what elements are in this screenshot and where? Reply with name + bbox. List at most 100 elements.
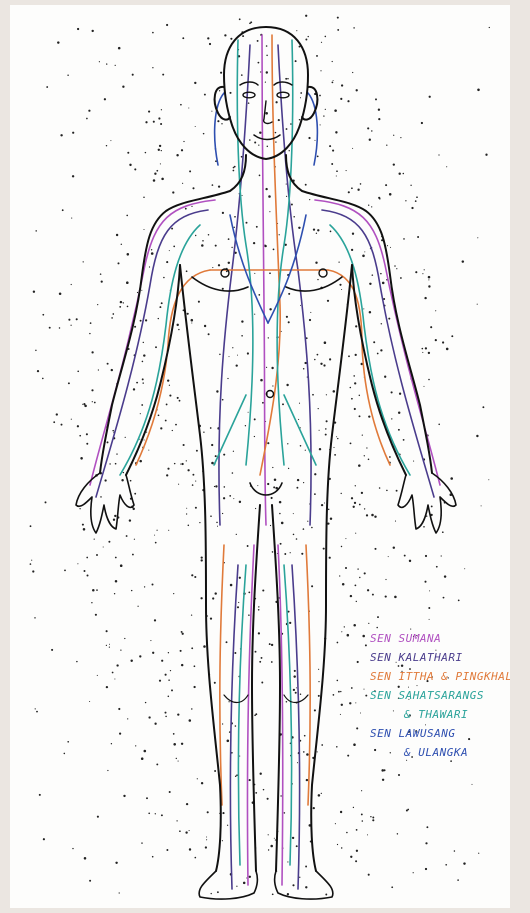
stipple-dot — [289, 622, 291, 624]
stipple-dot — [257, 40, 259, 42]
stipple-dot — [403, 439, 405, 441]
stipple-dot — [233, 451, 234, 452]
stipple-dot — [191, 647, 193, 649]
stipple-dot — [218, 185, 220, 187]
stipple-dot — [319, 95, 321, 97]
stipple-dot — [179, 830, 181, 832]
stipple-dot — [120, 649, 121, 650]
stipple-dot — [426, 826, 428, 828]
stipple-dot — [385, 596, 387, 598]
stipple-dot — [134, 326, 136, 328]
stipple-dot — [227, 825, 228, 826]
stipple-dot — [395, 521, 396, 522]
stipple-dot — [86, 433, 88, 435]
stipple-dot — [117, 262, 119, 264]
stipple-dot — [261, 657, 263, 659]
stipple-dot — [463, 862, 465, 864]
stipple-dot — [387, 245, 388, 246]
stipple-dot — [143, 342, 144, 343]
stipple-dot — [286, 196, 287, 197]
stipple-dot — [384, 376, 386, 378]
stipple-dot — [359, 504, 361, 506]
stipple-dot — [258, 606, 259, 607]
stipple-dot — [350, 442, 352, 444]
stipple-dot — [76, 661, 77, 662]
stipple-dot — [67, 741, 69, 743]
drawing-paper: SEN SUMANASEN KALATHARISEN ITTHA & PINGK… — [10, 5, 510, 908]
stipple-dot — [142, 361, 144, 363]
stipple-dot — [265, 82, 266, 83]
stipple-dot — [488, 479, 489, 480]
stipple-dot — [357, 189, 359, 191]
stipple-dot — [107, 441, 109, 443]
stipple-dot — [400, 277, 402, 279]
stipple-dot — [357, 661, 359, 663]
stipple-dot — [181, 631, 183, 633]
stipple-dot — [182, 183, 183, 184]
stipple-dot — [254, 314, 255, 315]
stipple-dot — [275, 839, 276, 840]
stipple-dot — [106, 645, 107, 646]
stipple-dot — [206, 839, 207, 840]
stipple-dot — [89, 701, 90, 702]
stipple-dot — [107, 770, 108, 771]
stipple-dot — [270, 845, 273, 848]
stipple-dot — [253, 242, 255, 244]
stipple-dot — [352, 233, 354, 235]
stipple-dot — [458, 600, 460, 602]
stipple-dot — [321, 744, 323, 746]
stipple-dot — [159, 145, 161, 147]
stipple-dot — [114, 515, 116, 517]
stipple-dot — [293, 513, 294, 514]
stipple-dot — [438, 154, 439, 155]
stipple-dot — [275, 132, 276, 133]
stipple-dot — [305, 184, 307, 186]
stipple-dot — [181, 149, 183, 151]
stipple-dot — [341, 84, 343, 86]
sen-kalathari-line — [219, 45, 250, 525]
stipple-dot — [311, 527, 313, 529]
stipple-dot — [254, 418, 256, 420]
stipple-dot — [272, 551, 274, 553]
stipple-dot — [337, 29, 339, 31]
stipple-dot — [160, 427, 162, 429]
stipple-dot — [389, 193, 392, 196]
stipple-dot — [425, 868, 427, 870]
stipple-dot — [150, 640, 151, 641]
stipple-dot — [294, 670, 296, 672]
stipple-dot — [145, 702, 146, 703]
stipple-dot — [217, 891, 219, 893]
stipple-dot — [216, 390, 218, 392]
stipple-dot — [209, 43, 211, 45]
stipple-dot — [394, 596, 397, 599]
stipple-dot — [383, 769, 385, 771]
stipple-dot — [77, 425, 79, 427]
stipple-dot — [304, 362, 306, 364]
stipple-dot — [269, 211, 270, 212]
stipple-dot — [255, 508, 256, 509]
legend-entry-thawari: & THAWARI — [370, 705, 510, 724]
stipple-dot — [70, 325, 71, 326]
stipple-dot — [398, 172, 400, 174]
stipple-dot — [80, 457, 83, 460]
stipple-dot — [329, 145, 331, 147]
stipple-dot — [108, 541, 110, 543]
stipple-dot — [382, 282, 385, 285]
stipple-dot — [347, 634, 350, 637]
stipple-dot — [154, 723, 156, 725]
stipple-dot — [241, 335, 243, 337]
stipple-dot — [191, 614, 192, 615]
stipple-dot — [305, 450, 306, 451]
stipple-dot — [368, 459, 370, 461]
stipple-dot — [151, 252, 154, 255]
stipple-dot — [32, 570, 34, 572]
stipple-dot — [109, 644, 110, 645]
stipple-dot — [341, 704, 343, 706]
stipple-dot — [72, 848, 73, 849]
stipple-dot — [270, 525, 271, 526]
stipple-dot — [192, 484, 194, 486]
stipple-dot — [60, 134, 62, 136]
stipple-dot — [115, 862, 117, 864]
stipple-dot — [92, 589, 95, 592]
stipple-dot — [167, 379, 169, 381]
